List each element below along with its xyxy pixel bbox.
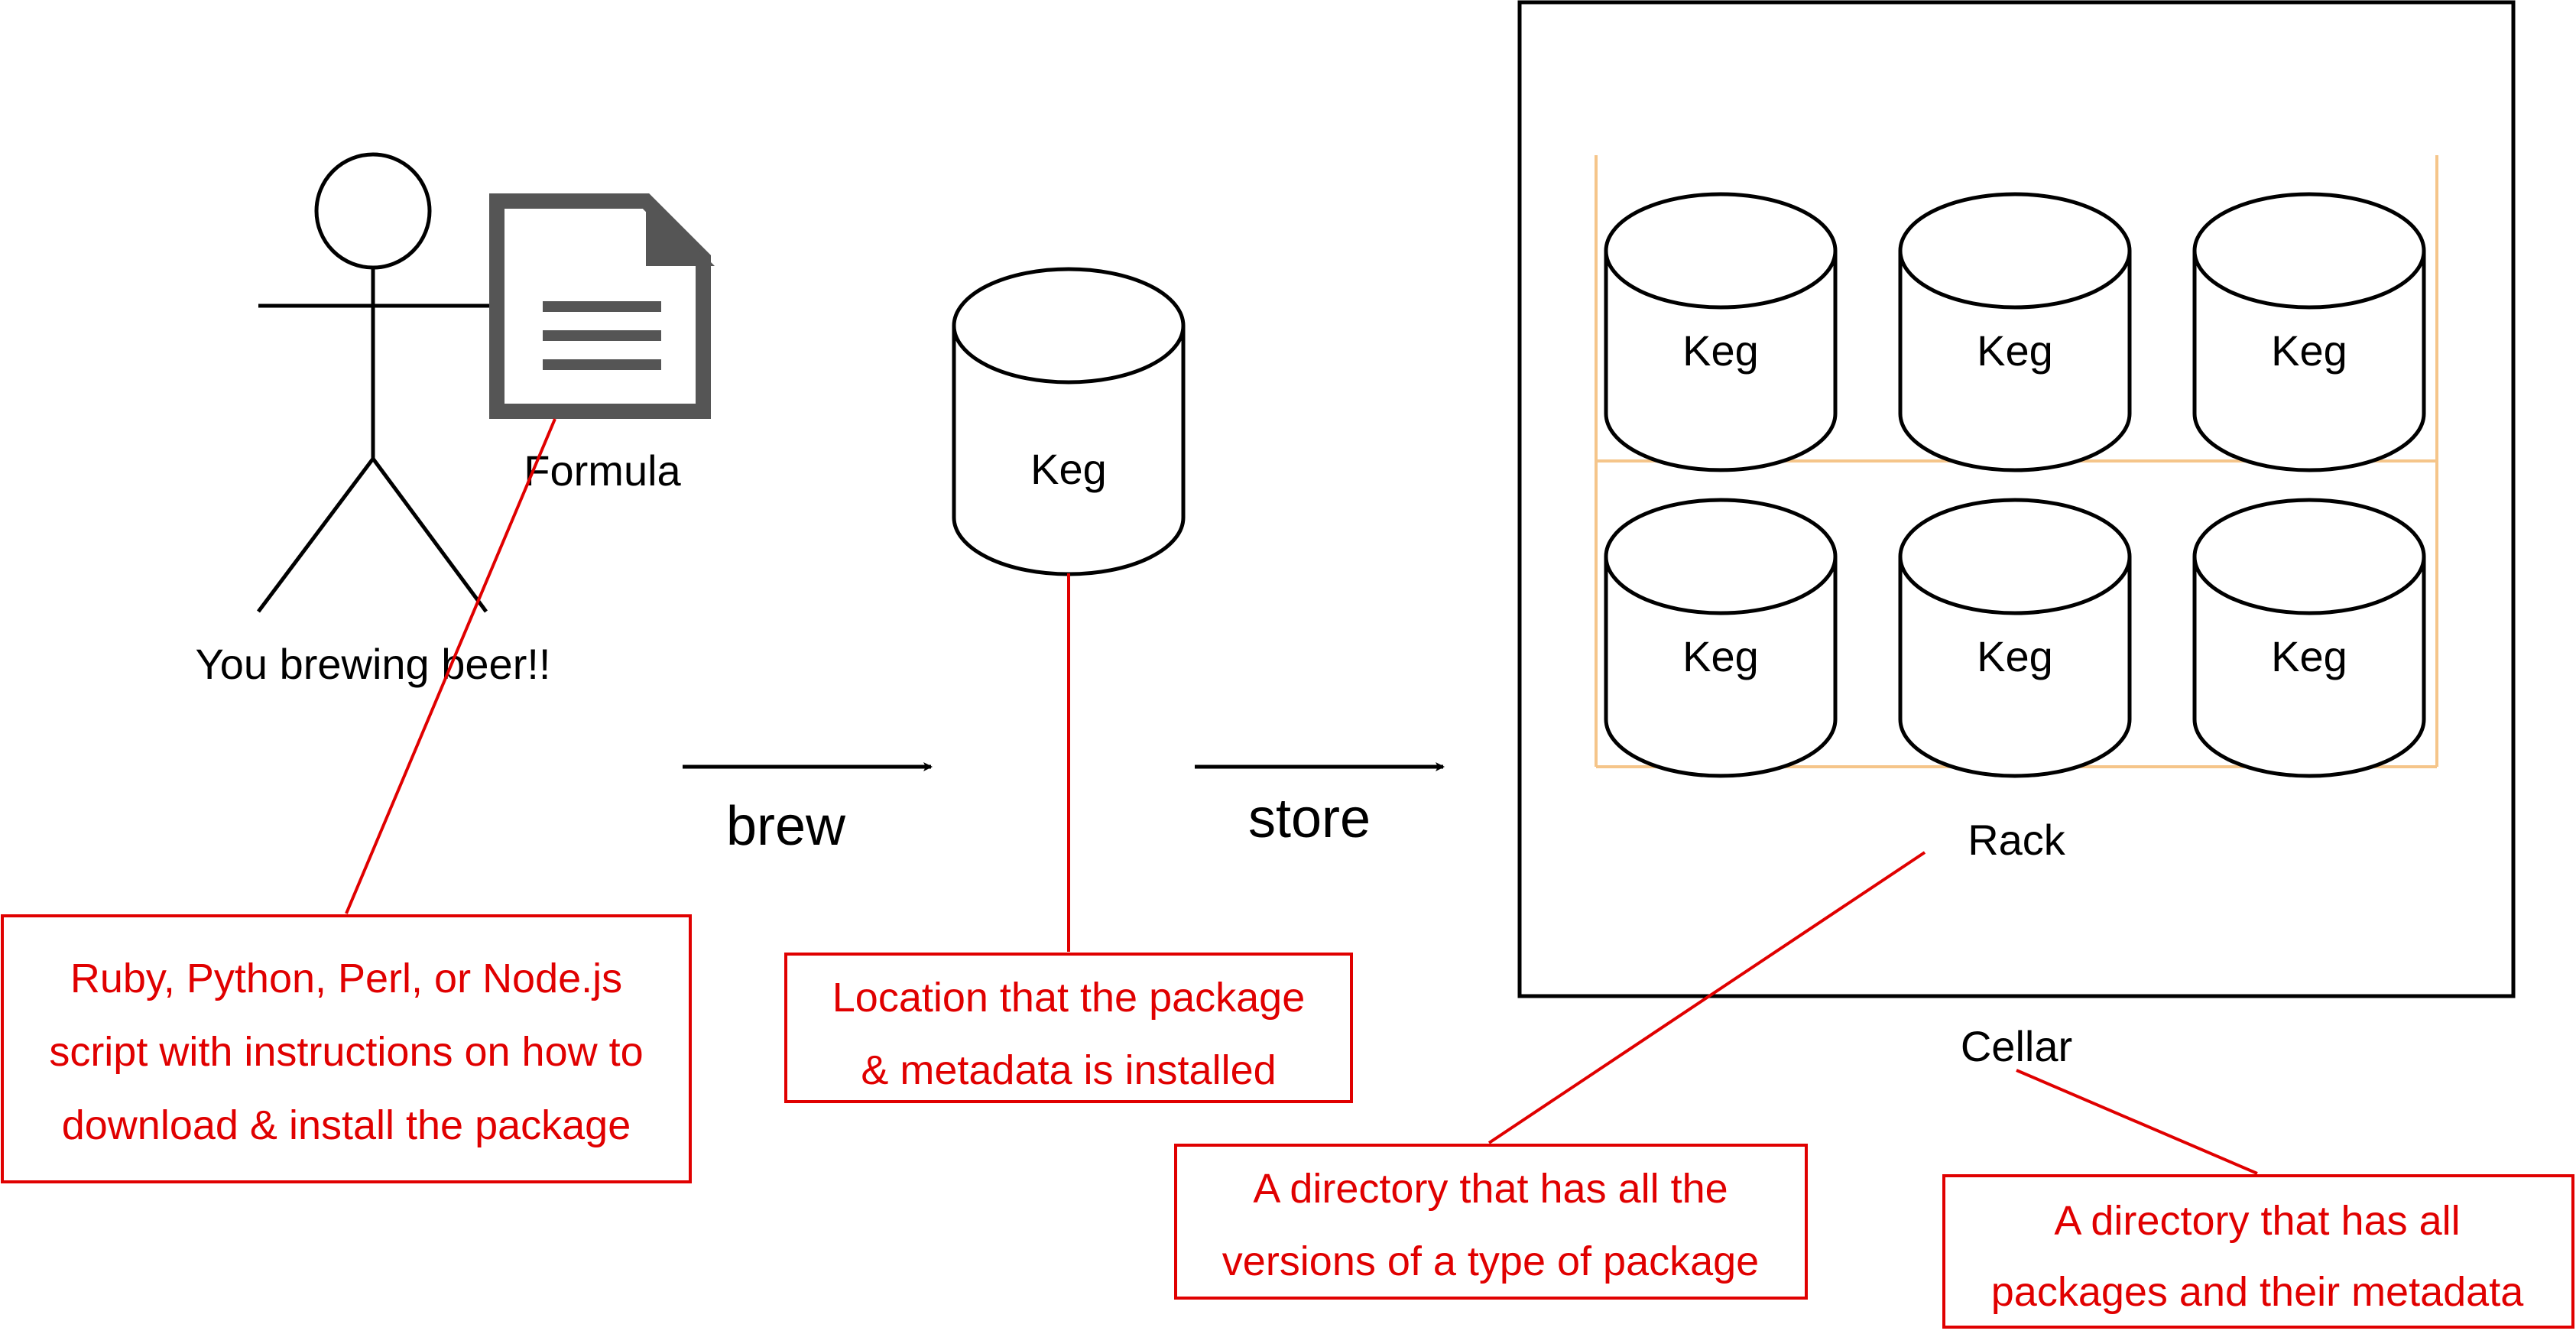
rack-keg-label: Keg <box>1682 326 1759 375</box>
svg-text:packages and their metadata: packages and their metadata <box>1991 1269 2524 1315</box>
rack-keg: Keg <box>1898 498 2132 778</box>
rack-keg: Keg <box>2192 192 2426 472</box>
rack-keg: Keg <box>1604 498 1838 778</box>
svg-text:Location that the package: Location that the package <box>832 975 1305 1021</box>
keg-top <box>1898 192 2132 310</box>
rack-keg-label: Keg <box>2271 632 2347 680</box>
rack-note: A directory that has all the versions of… <box>1174 1144 1808 1300</box>
keg-top <box>2192 192 2426 310</box>
svg-text:A directory that has all: A directory that has all <box>2054 1198 2460 1244</box>
cellar-label: Cellar <box>1961 1022 2072 1070</box>
rack-keg-label: Keg <box>1977 632 2053 680</box>
formula-label: Formula <box>524 446 681 495</box>
svg-text:A directory that has all the: A directory that has all the <box>1253 1166 1728 1212</box>
keg-top <box>1898 498 2132 615</box>
rack-keg: Keg <box>1898 192 2132 472</box>
rack-keg: Keg <box>1604 192 1838 472</box>
keg-cylinder-icon <box>2192 251 2426 472</box>
keg-top <box>2192 498 2426 615</box>
keg-cylinder-icon <box>1898 557 2132 778</box>
document-icon <box>489 193 715 419</box>
rack-keg-label: Keg <box>2271 326 2347 375</box>
rack-keg: Keg <box>2192 498 2426 778</box>
svg-text:Ruby, Python, Perl, or Node.js: Ruby, Python, Perl, or Node.js <box>70 956 622 1001</box>
brew-arrow-label: brew <box>726 796 846 857</box>
svg-text:versions of a type of package: versions of a type of package <box>1222 1238 1759 1284</box>
store-arrow-label: store <box>1248 788 1371 849</box>
keg-cylinder-icon <box>1898 251 2132 472</box>
rack-connector <box>1488 851 1926 1144</box>
person-label: You brewing beer!! <box>196 640 551 688</box>
keg-cylinder-icon <box>1604 557 1838 778</box>
svg-text:& metadata is installed: & metadata is installed <box>861 1047 1276 1093</box>
keg-top <box>1604 192 1838 310</box>
keg-cylinder-icon <box>952 267 1186 576</box>
formula-note: Ruby, Python, Perl, or Node.js script wi… <box>1 914 692 1183</box>
keg-cylinder-icon <box>1604 251 1838 472</box>
svg-text:script with instructions on ho: script with instructions on how to <box>49 1029 643 1075</box>
svg-text:download & install the package: download & install the package <box>62 1102 631 1148</box>
rack-label: Rack <box>1968 816 2066 864</box>
keg-cylinder-icon <box>2192 557 2426 778</box>
cellar-note: A directory that has all packages and th… <box>1942 1174 2574 1329</box>
cellar-connector <box>2016 1069 2258 1175</box>
keg-top <box>1604 498 1838 615</box>
keg-note: Location that the package & metadata is … <box>784 953 1353 1103</box>
rack-keg-label: Keg <box>1682 632 1759 680</box>
stick-figure-icon <box>257 152 489 613</box>
keg-label: Keg <box>1030 445 1107 493</box>
rack-keg-label: Keg <box>1977 326 2053 375</box>
formula-connector <box>345 418 556 914</box>
